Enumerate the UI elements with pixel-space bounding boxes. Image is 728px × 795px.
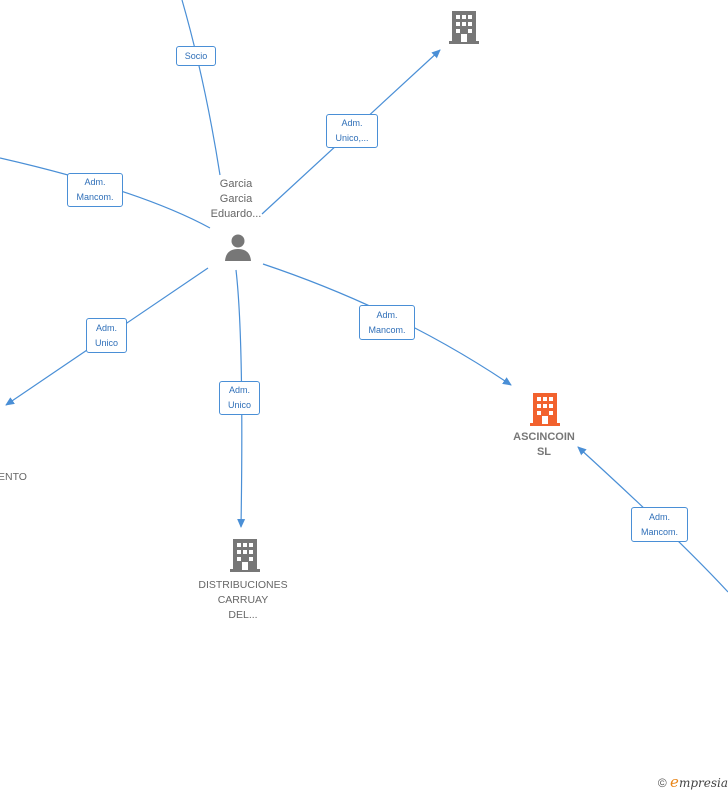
person-name[interactable]: Garcia Garcia Eduardo... <box>210 178 262 220</box>
edge-label-adm-mancom-left[interactable]: Adm. Mancom. <box>67 173 123 207</box>
person-icon[interactable] <box>223 232 253 262</box>
distribuciones-label[interactable]: DISTRIBUCIONES CARRUAY DEL... <box>198 579 288 621</box>
footer-brand[interactable]: © empresia <box>658 773 728 791</box>
building-icon[interactable] <box>448 10 480 44</box>
ascincoin-label[interactable]: ASCINCOIN SL <box>513 431 575 458</box>
edge-label-adm-mancom-far[interactable]: Adm. Mancom. <box>631 507 688 542</box>
edge-label-adm-unico-down[interactable]: Adm. Unico <box>219 381 260 415</box>
edge-label-adm-unico-top[interactable]: Adm. Unico,... <box>326 114 378 148</box>
edge-adm-unico-down <box>235 269 246 528</box>
left-company-label[interactable]: ENTO <box>0 471 27 483</box>
edge-socio <box>181 0 221 176</box>
building-icon[interactable] <box>529 392 561 426</box>
brand-logo: empresia <box>670 773 728 791</box>
edge-label-adm-mancom-right[interactable]: Adm. Mancom. <box>359 305 415 340</box>
edge-label-socio[interactable]: Socio <box>176 46 216 66</box>
edge-label-adm-unico-left[interactable]: Adm. Unico <box>86 318 127 353</box>
building-icon[interactable] <box>229 538 261 572</box>
copyright-symbol: © <box>657 776 667 790</box>
